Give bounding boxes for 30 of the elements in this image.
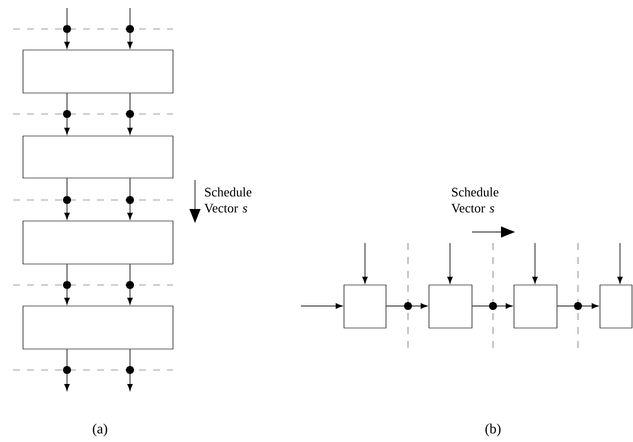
arrow (386, 303, 428, 309)
schedule-label: Schedule Vector s (451, 187, 498, 213)
arrow (300, 303, 343, 309)
processor-box (514, 284, 558, 328)
panel-label: (b) (485, 424, 501, 436)
arrow (472, 303, 513, 309)
processor-box (22, 220, 174, 264)
processor-box (600, 284, 632, 328)
arrow (64, 348, 70, 391)
processor-box (22, 50, 174, 94)
arrow (127, 348, 133, 391)
processor-box (428, 284, 472, 328)
arrow (64, 264, 70, 305)
arrow (64, 92, 70, 135)
arrow (532, 242, 538, 284)
arrow (127, 92, 133, 135)
arrow (362, 242, 368, 284)
arrow (617, 242, 623, 284)
processor-box (22, 136, 174, 178)
arrow (64, 178, 70, 220)
processor-box (344, 284, 386, 328)
schedule-label: Schedule Vector s (204, 187, 252, 213)
processor-box (22, 306, 174, 350)
arrow (127, 8, 133, 49)
panel-label: (a) (92, 424, 108, 436)
arrow (64, 8, 70, 49)
arrow (556, 303, 599, 309)
arrow (127, 264, 133, 305)
arrow (447, 242, 453, 284)
arrow (127, 178, 133, 220)
